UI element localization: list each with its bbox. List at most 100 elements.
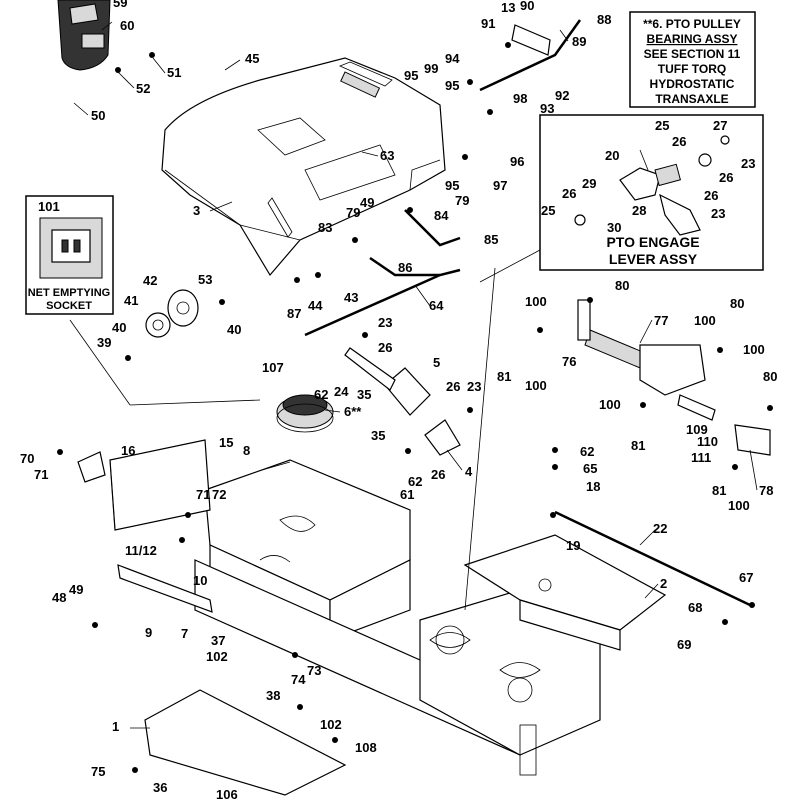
label-79-a: 79 [346, 205, 360, 220]
note-line-1: **6. PTO PULLEY [643, 17, 741, 31]
label-53: 53 [198, 272, 212, 287]
label-98: 98 [513, 91, 527, 106]
label-101: 101 [38, 199, 60, 214]
actuator-77 [577, 299, 771, 456]
label-68: 68 [688, 600, 702, 615]
label-23-c: 23 [741, 156, 755, 171]
decal-part [57, 0, 111, 71]
label-91: 91 [481, 16, 495, 31]
label-100-c: 100 [525, 378, 547, 393]
label-40-b: 40 [227, 322, 241, 337]
bracket-small [77, 451, 106, 483]
label-86: 86 [398, 260, 412, 275]
label-7: 7 [181, 626, 188, 641]
label-26-e: 26 [719, 170, 733, 185]
label-85: 85 [484, 232, 498, 247]
label-97: 97 [493, 178, 507, 193]
label-38: 38 [266, 688, 280, 703]
label-8: 8 [243, 443, 250, 458]
label-75: 75 [91, 764, 105, 779]
label-36: 36 [153, 780, 167, 795]
label-35-b: 35 [371, 428, 385, 443]
label-72: 72 [212, 487, 226, 502]
label-84: 84 [434, 208, 449, 223]
label-62-b: 62 [408, 474, 422, 489]
label-18: 18 [586, 479, 600, 494]
note-line-5: HYDROSTATIC [650, 77, 735, 91]
label-100-e: 100 [599, 397, 621, 412]
label-23-a: 23 [378, 315, 392, 330]
label-49-a: 49 [360, 195, 374, 210]
footrest-panel [463, 534, 667, 651]
label-73: 73 [307, 663, 321, 678]
socket-box: NET EMPTYING SOCKET [25, 195, 114, 315]
label-65: 65 [583, 461, 597, 476]
label-37: 37 [211, 633, 225, 648]
label-110: 110 [697, 434, 718, 449]
label-9: 9 [145, 625, 152, 640]
label-95-a: 95 [404, 68, 418, 83]
label-67: 67 [739, 570, 753, 585]
label-94: 94 [445, 51, 460, 66]
note-line-6: TRANSAXLE [655, 92, 728, 106]
label-95-b: 95 [445, 78, 459, 93]
label-100-f: 100 [728, 498, 750, 513]
label-51: 51 [167, 65, 181, 80]
label-95-c: 95 [445, 178, 459, 193]
label-10: 10 [193, 573, 207, 588]
label-5: 5 [433, 355, 440, 370]
label-80-a: 80 [615, 278, 629, 293]
label-88: 88 [597, 12, 611, 27]
label-30: 30 [607, 220, 621, 235]
label-99: 99 [424, 61, 438, 76]
label-40-a: 40 [112, 320, 126, 335]
label-24: 24 [334, 384, 349, 399]
label-29: 29 [582, 176, 596, 191]
label-26-d: 26 [672, 134, 686, 149]
label-35-a: 35 [357, 387, 371, 402]
label-20: 20 [605, 148, 619, 163]
label-92: 92 [555, 88, 569, 103]
fasteners [57, 42, 773, 773]
label-25-a: 25 [655, 118, 669, 133]
label-102-a: 102 [206, 649, 228, 664]
label-81-b: 81 [631, 438, 645, 453]
label-52: 52 [136, 81, 150, 96]
label-62-c: 62 [580, 444, 594, 459]
label-42: 42 [143, 273, 157, 288]
label-63: 63 [380, 148, 394, 163]
label-25-b: 25 [541, 203, 555, 218]
label-74: 74 [291, 672, 306, 687]
note-box: **6. PTO PULLEY BEARING ASSY SEE SECTION… [629, 11, 756, 108]
label-6: 6** [344, 404, 362, 419]
note-line-4: TUFF TORQ [658, 62, 726, 76]
label-109: 109 [686, 422, 708, 437]
label-15: 15 [219, 435, 233, 450]
label-28: 28 [632, 203, 646, 218]
label-77: 77 [654, 313, 668, 328]
label-60: 60 [120, 18, 134, 33]
rods [304, 209, 461, 337]
callout-labels: 59 60 45 51 52 50 91 13 90 88 89 94 95 9… [20, 0, 777, 800]
pto-box-title-1: PTO ENGAGE [606, 234, 699, 250]
label-41: 41 [124, 293, 138, 308]
label-96: 96 [510, 154, 524, 169]
label-102-b: 102 [320, 717, 342, 732]
label-22: 22 [653, 521, 667, 536]
pto-box-title-2: LEVER ASSY [609, 251, 698, 267]
label-83: 83 [318, 220, 332, 235]
label-111: 111 [691, 450, 711, 465]
label-69: 69 [677, 637, 691, 652]
bracket-left [109, 439, 211, 531]
label-78: 78 [759, 483, 773, 498]
label-43: 43 [344, 290, 358, 305]
label-107: 107 [262, 360, 284, 375]
strap-7 [117, 564, 213, 613]
label-39: 39 [97, 335, 111, 350]
label-100-d: 100 [743, 342, 765, 357]
label-93: 93 [540, 101, 554, 116]
label-71-a: 71 [34, 467, 48, 482]
label-76: 76 [562, 354, 576, 369]
label-26-f: 26 [562, 186, 576, 201]
